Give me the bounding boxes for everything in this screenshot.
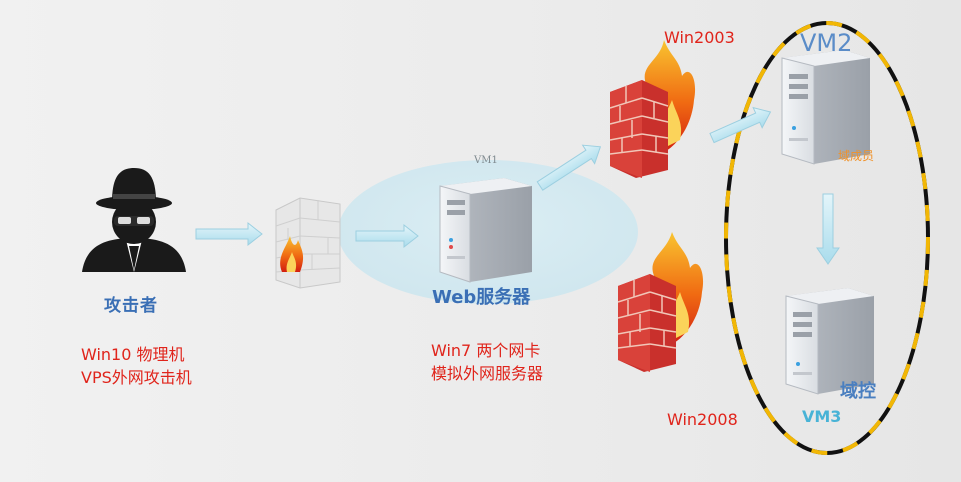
- domain-member-role: 域成员: [838, 149, 875, 163]
- arrow-attacker-to-firewall: [195, 221, 263, 247]
- web-server-os-label: Win7 两个网卡: [431, 341, 541, 360]
- arrow-webserver-to-win2003: [536, 144, 602, 191]
- domain-member-server-icon: [781, 50, 870, 165]
- win2003-firewall-icon: [609, 40, 696, 178]
- arrow-firewall-to-webserver: [355, 223, 419, 249]
- attacker-icon: [82, 168, 186, 272]
- domain-boundary-ellipse: [724, 21, 930, 455]
- attacker-role-label: VPS外网攻击机: [81, 368, 192, 387]
- web-server-icon: [439, 178, 532, 283]
- win2003-label: Win2003: [664, 28, 735, 47]
- vm2-label: VM2: [800, 29, 853, 57]
- web-server-role-label: 模拟外网服务器: [431, 364, 544, 383]
- attacker-os-label: Win10 物理机: [81, 345, 185, 364]
- vm3-label: VM3: [802, 407, 842, 426]
- arrow-vm2-to-vm3: [816, 193, 840, 265]
- perimeter-firewall-icon: [275, 197, 341, 289]
- win2008-label: Win2008: [667, 410, 738, 429]
- domain-controller-role: 域控: [840, 381, 876, 402]
- domain-controller-server-icon: [785, 288, 874, 395]
- attacker-title: 攻击者: [104, 296, 158, 316]
- vm1-label: VM1: [474, 155, 498, 166]
- arrow-win2003-to-vm2: [709, 106, 772, 144]
- win2008-firewall-icon: [617, 232, 704, 372]
- web-server-title: Web服务器: [432, 287, 531, 308]
